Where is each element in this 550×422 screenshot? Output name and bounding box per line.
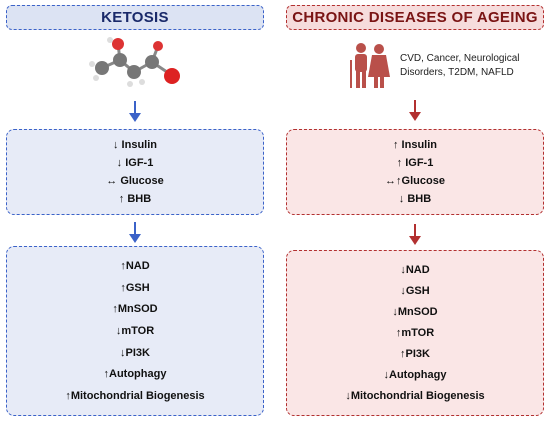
ageing-autophagy: ↓Autophagy	[383, 369, 447, 382]
ageing-mtor: ↑mTOR	[395, 326, 435, 339]
ketosis-title: KETOSIS	[6, 5, 264, 30]
ketosis-cellular-box: ↑NAD ↑GSH ↑MnSOD ↓mTOR ↓PI3K ↑Autophagy …	[6, 246, 264, 416]
ketosis-mito-biogenesis: ↑Mitochondrial Biogenesis	[65, 390, 205, 403]
ketosis-autophagy: ↑Autophagy	[103, 368, 167, 381]
ketosis-mnsod: ↑MnSOD	[112, 303, 158, 316]
ketosis-insulin: ↓ Insulin	[113, 139, 157, 151]
ageing-bhb: ↓ BHB	[398, 193, 432, 205]
ageing-gsh: ↓GSH	[400, 284, 430, 297]
ketosis-glucose: ↔ Glucose	[106, 175, 164, 187]
elderly-couple-icon	[350, 43, 390, 88]
ageing-mnsod: ↓MnSOD	[392, 305, 438, 318]
ageing-insulin: ↑ Insulin	[393, 139, 437, 151]
chronic-diseases-title: CHRONIC DISEASES OF AGEING	[286, 5, 544, 30]
ageing-glucose: ↔↑Glucose	[385, 175, 445, 187]
ketosis-pi3k: ↓PI3K	[120, 346, 150, 359]
down-arrow-icon	[129, 101, 141, 122]
down-arrow-icon	[409, 224, 421, 245]
ketosis-hormone-box: ↓ Insulin ↓ IGF-1 ↔ Glucose ↑ BHB	[6, 129, 264, 215]
ketosis-nad: ↑NAD	[120, 259, 150, 272]
ageing-mito-biogenesis: ↓Mitochondrial Biogenesis	[345, 390, 485, 403]
ageing-pi3k: ↑PI3K	[400, 348, 430, 361]
ageing-cellular-box: ↓NAD ↓GSH ↓MnSOD ↑mTOR ↑PI3K ↓Autophagy …	[286, 250, 544, 416]
disease-list: CVD, Cancer, Neurological Disorders, T2D…	[400, 53, 520, 78]
ageing-nad: ↓NAD	[400, 263, 430, 276]
ketosis-bhb: ↑ BHB	[118, 193, 152, 205]
ageing-hormone-box: ↑ Insulin ↑ IGF-1 ↔↑Glucose ↓ BHB	[286, 129, 544, 215]
bhb-molecule-icon	[89, 37, 180, 87]
down-arrow-icon	[409, 100, 421, 121]
ageing-igf1: ↑ IGF-1	[396, 157, 434, 169]
ketosis-gsh: ↑GSH	[120, 281, 150, 294]
ketosis-igf1: ↓ IGF-1	[116, 157, 154, 169]
down-arrow-icon	[129, 222, 141, 243]
ketosis-mtor: ↓mTOR	[115, 324, 155, 337]
